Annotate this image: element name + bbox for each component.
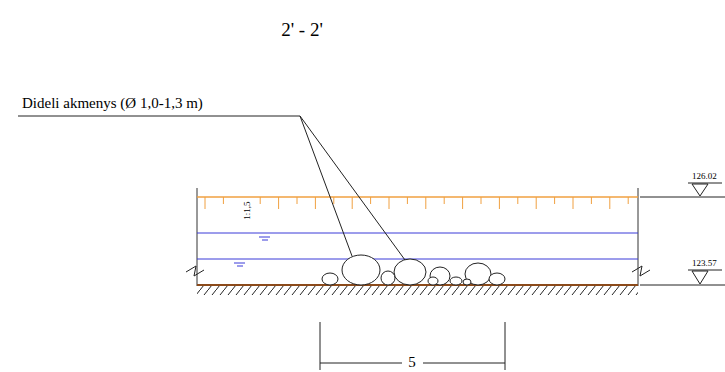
water-symbol xyxy=(234,237,270,266)
water-level xyxy=(197,233,638,234)
section-title: 2' - 2' xyxy=(281,20,323,39)
soil-hatching xyxy=(197,286,638,295)
break-symbol xyxy=(186,266,204,276)
slope-top-line xyxy=(197,196,638,198)
leader-line xyxy=(18,116,300,117)
level-line xyxy=(688,270,722,271)
leader-line xyxy=(300,116,352,256)
dimension-line xyxy=(423,363,505,364)
elevation-label: 126.02 xyxy=(692,172,717,181)
boulders xyxy=(322,255,505,285)
dimension-line xyxy=(320,363,402,364)
slope-ticks xyxy=(205,197,628,209)
level-line xyxy=(688,183,722,184)
elevation-label: 123.57 xyxy=(692,259,717,268)
level-line xyxy=(640,197,725,198)
section-edge xyxy=(197,188,198,286)
water-level xyxy=(197,259,638,260)
dimension-value: 5 xyxy=(408,355,416,370)
callout-label: Dideli akmenys (Ø 1,0-1,3 m) xyxy=(22,96,203,111)
river-bed xyxy=(197,284,638,286)
section-edge xyxy=(638,188,639,286)
level-triangle xyxy=(692,271,708,284)
level-line xyxy=(640,285,725,286)
level-triangle xyxy=(692,184,708,196)
leader-line xyxy=(300,116,405,260)
break-symbol xyxy=(632,266,650,276)
slope-ratio: 1:1,5 xyxy=(242,201,251,219)
